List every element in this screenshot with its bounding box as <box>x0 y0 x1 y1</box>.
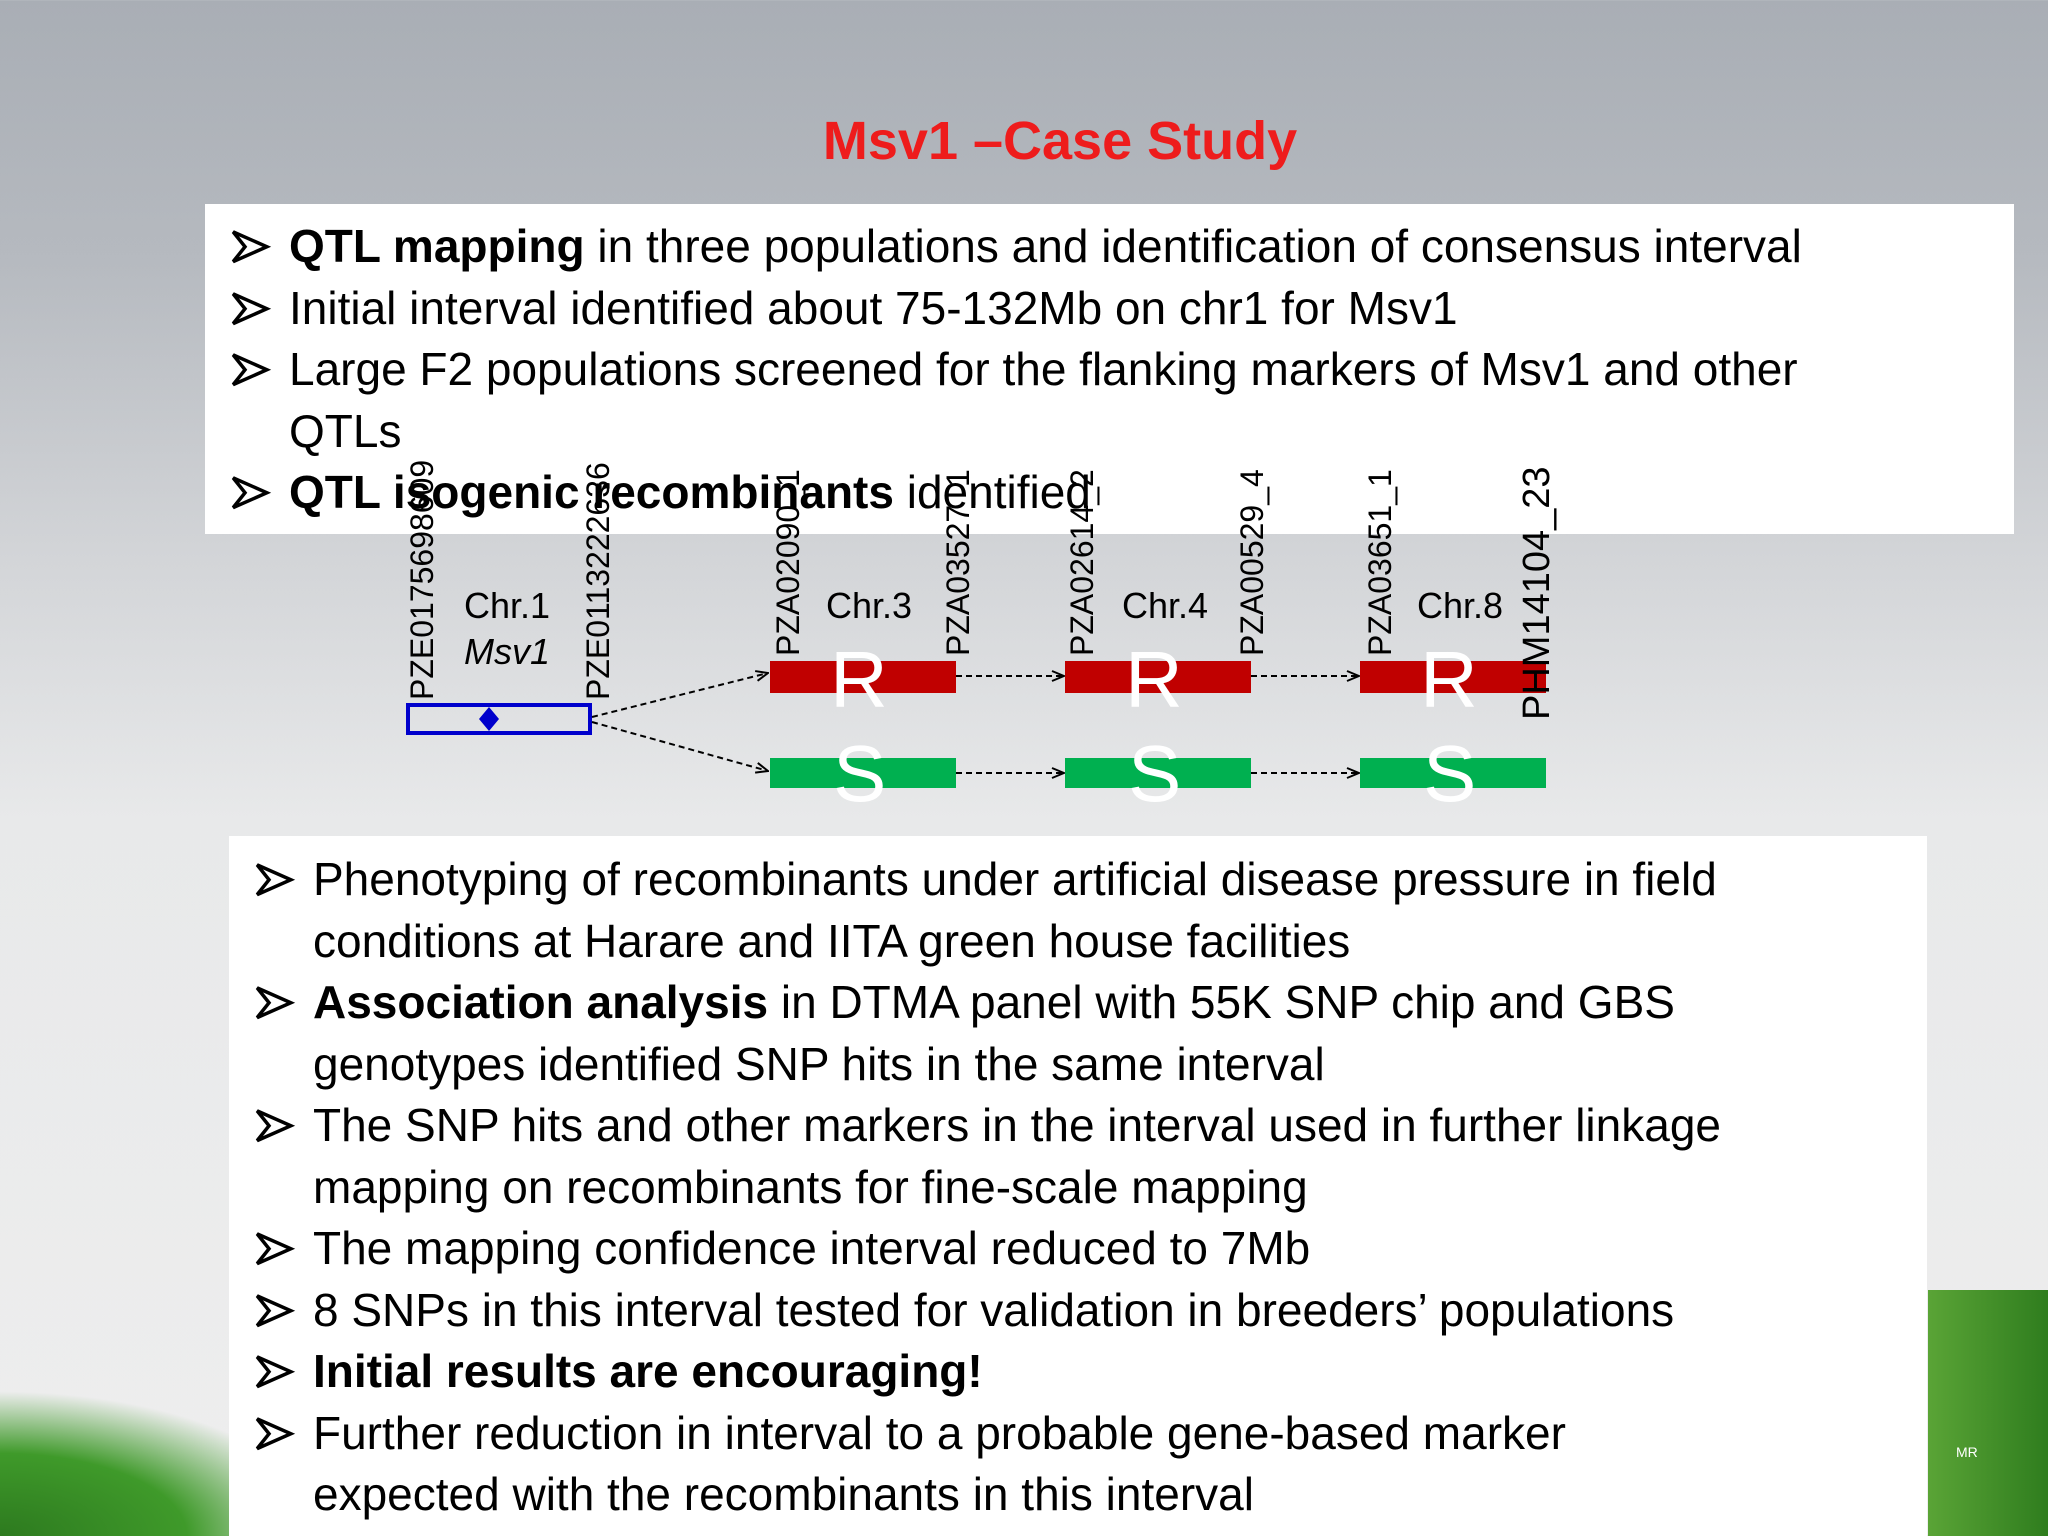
arrow-bullet-icon <box>231 291 272 325</box>
susceptible-letter: S <box>1423 729 1477 818</box>
resistant-letter: R <box>1420 635 1478 724</box>
bottom-bullet-list: Phenotyping of recombinants under artifi… <box>251 849 1941 1526</box>
marker-label: PHM14104_23 <box>1516 466 1558 720</box>
chr3-resistant-bar <box>770 661 956 693</box>
bullet-item: Phenotyping of recombinants under artifi… <box>251 849 1941 972</box>
arrow-chr1-to-susceptible <box>591 721 768 771</box>
resistant-letter: R <box>1125 635 1183 724</box>
bullet-item: Initial results are encouraging! <box>251 1341 1941 1403</box>
bullet-bold-text: QTL isogenic recombinants <box>289 466 894 518</box>
bullet-bold-text: QTL mapping <box>289 220 585 272</box>
chr3-label: Chr.3 <box>826 585 913 626</box>
marker-label: PZA02090_1 <box>770 469 806 656</box>
marker-label: PZA03527_1 <box>940 469 976 656</box>
susceptible-letter: S <box>833 729 887 818</box>
chr8-susceptible-bar <box>1360 758 1546 788</box>
bullet-text: in DTMA panel with 55K SNP chip and GBS <box>768 976 1675 1028</box>
arrow-bullet-icon <box>255 1293 296 1327</box>
arrow-bullet-icon <box>255 986 296 1020</box>
slide-title: Msv1 –Case Study <box>822 111 1298 171</box>
bullet-text: The SNP hits and other markers in the in… <box>313 1099 1721 1151</box>
resistant-letter: R <box>830 635 888 724</box>
chr4-resistant-bar <box>1065 661 1251 693</box>
arrow-bullet-icon <box>255 1355 296 1389</box>
marker-label: PZA00529_4 <box>1234 469 1270 656</box>
chr3-susceptible-bar <box>770 758 956 788</box>
bullet-text: The mapping confidence interval reduced … <box>313 1222 1311 1274</box>
marker-label: PZE0175698609 <box>404 459 440 700</box>
chr1-segment <box>406 703 592 735</box>
bullet-item: Association analysis in DTMA panel with … <box>251 972 1941 1095</box>
msv1-gene-label: Msv1 <box>464 631 551 672</box>
bullet-bold-text: Initial results are encouraging! <box>313 1345 983 1397</box>
bullet-item: Large F2 populations screened for the fl… <box>227 339 2027 462</box>
bullet-text-continued: mapping on recombinants for fine-scale m… <box>313 1160 1308 1213</box>
bullet-text: 8 SNPs in this interval tested for valid… <box>313 1283 1675 1336</box>
arrow-chr1-to-resistant <box>591 673 768 718</box>
bullet-item: QTL mapping in three populations and ide… <box>227 216 2027 278</box>
bullet-text-continued: genotypes identified SNP hits in the sam… <box>313 1037 1325 1090</box>
bullet-text: Large F2 populations screened for the fl… <box>289 343 1798 395</box>
arrow-bullet-icon <box>231 353 272 387</box>
arrow-bullet-icon <box>231 476 272 510</box>
bullet-text: Further reduction in interval to a proba… <box>313 1406 1566 1459</box>
bottom-text-box <box>229 836 1927 1536</box>
chr1-label: Chr.1 <box>464 585 551 626</box>
chr4-susceptible-bar <box>1065 758 1251 788</box>
chr8-label: Chr.8 <box>1417 585 1504 626</box>
bullet-item: 8 SNPs in this interval tested for valid… <box>251 1280 1941 1342</box>
bullet-item: QTL isogenic recombinants identified <box>227 462 2027 524</box>
marker-label: PZA03651_1 <box>1362 469 1398 656</box>
bullet-item: The mapping confidence interval reduced … <box>251 1218 1941 1280</box>
marker-label: PZE0113222636 <box>580 462 616 700</box>
arrow-bullet-icon <box>255 1416 296 1450</box>
bullet-text-continued: conditions at Harare and IITA green hous… <box>313 914 1351 967</box>
arrow-bullet-icon <box>255 1232 296 1266</box>
bullet-item: Further reduction in interval to a proba… <box>251 1403 1941 1526</box>
bullet-bold-text: Association analysis <box>313 976 769 1028</box>
bullet-text-continued: expected with the recombinants in this i… <box>313 1468 1254 1520</box>
msv1-locus-icon <box>479 707 499 731</box>
bullet-text: Initial interval identified about 75-132… <box>289 281 1458 334</box>
top-text-box <box>205 204 2014 534</box>
top-bullet-list: QTL mapping in three populations and ide… <box>227 216 2027 524</box>
bullet-text: in three populations and identification … <box>584 220 1802 272</box>
arrow-bullet-icon <box>231 230 272 264</box>
chr8-resistant-bar <box>1360 661 1546 693</box>
background-leaf-right <box>1928 1290 2048 1536</box>
bullet-text-continued: QTLs <box>289 404 402 457</box>
bullet-item: Initial interval identified about 75-132… <box>227 278 2027 340</box>
bullet-item: The SNP hits and other markers in the in… <box>251 1095 1941 1218</box>
chr4-label: Chr.4 <box>1122 585 1209 626</box>
arrow-bullet-icon <box>255 863 296 897</box>
marker-label: PZA02614_2 <box>1064 469 1100 656</box>
bullet-text: Phenotyping of recombinants under artifi… <box>313 853 1717 905</box>
susceptible-letter: S <box>1128 729 1182 818</box>
bullet-text: identified <box>893 466 1091 518</box>
arrow-bullet-icon <box>255 1109 296 1143</box>
footer-mark: MR <box>1956 1444 1978 1460</box>
